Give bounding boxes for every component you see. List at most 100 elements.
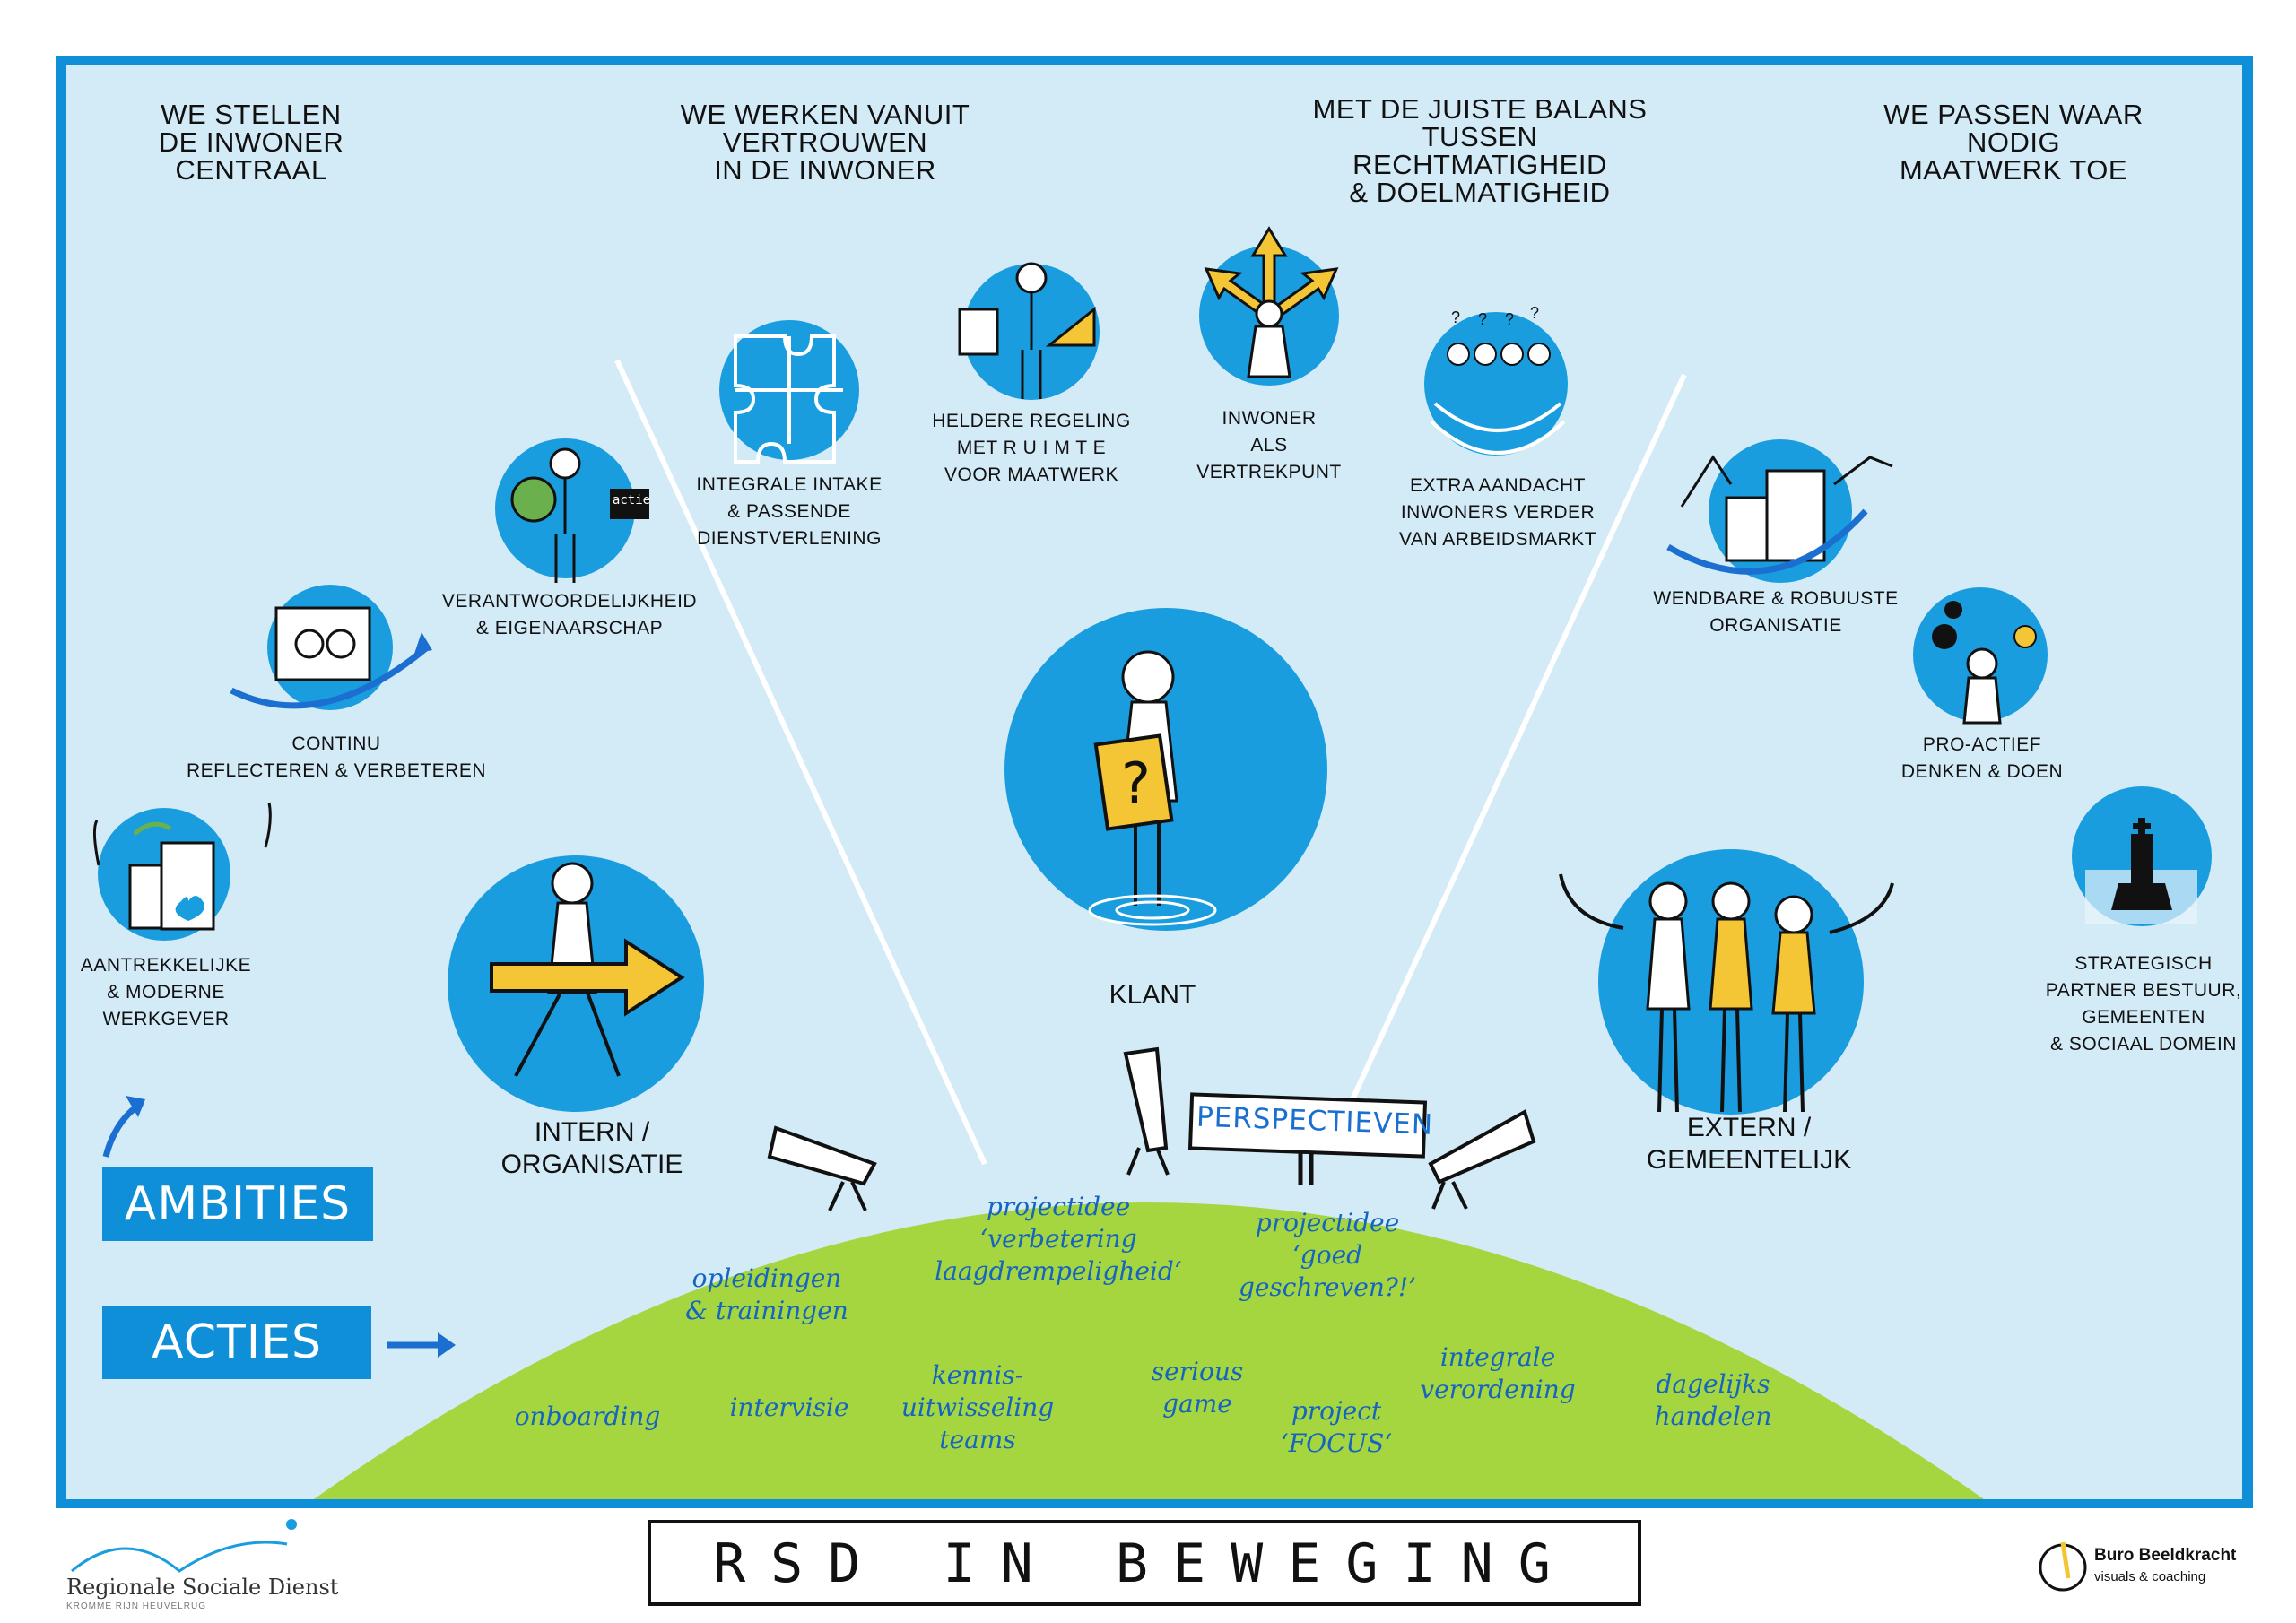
telescope-center-icon bbox=[1123, 1046, 1170, 1176]
acties-tag: ACTIES bbox=[102, 1306, 371, 1379]
label-line: MET R U I M T E bbox=[956, 438, 1107, 458]
rsd-logo-subtext: KROMME RIJN HEUVELRUG bbox=[66, 1601, 207, 1611]
hands-people-icon: ?? ?? bbox=[1424, 304, 1568, 456]
label-line: ORGANISATIE bbox=[1709, 615, 1842, 636]
proactive-icon bbox=[1913, 587, 2048, 725]
rsd-logo-icon bbox=[71, 1541, 288, 1573]
action-line: laagdrempeligheid‘ bbox=[935, 1256, 1182, 1286]
label-line: GEMEENTEN bbox=[2082, 1007, 2205, 1028]
klant-figure-icon: ? bbox=[1004, 608, 1327, 931]
heading-col3: MET DE JUISTE BALANS TUSSEN RECHTMATIGHE… bbox=[1300, 95, 1659, 206]
svg-text:?: ? bbox=[1505, 310, 1514, 328]
label-line: VERANTWOORDELIJKHEID bbox=[441, 591, 698, 612]
heading-line: CENTRAAL bbox=[175, 154, 327, 186]
label-line: & MODERNE bbox=[107, 982, 225, 1002]
label-line: INWONER bbox=[1222, 408, 1317, 429]
rsd-logo-text: Regionale Sociale Dienst bbox=[66, 1575, 339, 1600]
clapper-text: actie bbox=[612, 493, 651, 508]
label-line: ALS bbox=[1250, 435, 1288, 456]
label-line: ORGANISATIE bbox=[500, 1150, 683, 1179]
heading-line: VERTROUWEN bbox=[722, 126, 928, 158]
action-line: handelen bbox=[1654, 1402, 1772, 1431]
label-proactief: PRO-ACTIEF DENKEN & DOEN bbox=[1892, 732, 2072, 785]
beeldkracht-logo-text: Buro Beeldkracht bbox=[2094, 1546, 2237, 1565]
action-line: kennis- bbox=[931, 1360, 1024, 1390]
telescope-right-icon bbox=[1428, 1109, 1536, 1210]
label-wendbaar: WENDBARE & ROBUUSTE ORGANISATIE bbox=[1641, 586, 1910, 639]
label-klant: KLANT bbox=[1109, 980, 1196, 1010]
action-verordening: integrale verordening bbox=[1413, 1341, 1583, 1406]
heading-line: RECHTMATIGHEID bbox=[1352, 149, 1607, 180]
label-line: DENKEN & DOEN bbox=[1900, 761, 2064, 782]
heading-line: MAATWERK TOE bbox=[1899, 154, 2128, 186]
label-regeling: HELDERE REGELING MET R U I M T E VOOR MA… bbox=[919, 408, 1144, 489]
page-title: RSD IN BEWEGING bbox=[648, 1520, 1641, 1606]
label-strategisch: STRATEGISCH PARTNER BESTUUR, GEMEENTEN &… bbox=[2022, 950, 2265, 1058]
action-intervisie: intervisie bbox=[729, 1393, 849, 1422]
agile-organisation-icon bbox=[1666, 439, 1893, 583]
heading-line: & DOELMATIGHEID bbox=[1349, 177, 1611, 208]
heading-line: MET DE JUISTE BALANS bbox=[1312, 93, 1648, 125]
action-line: project bbox=[1291, 1396, 1382, 1426]
ray-left bbox=[614, 359, 987, 1166]
action-line: opleidingen bbox=[691, 1263, 842, 1293]
svg-text:?: ? bbox=[1451, 308, 1460, 326]
svg-text:?: ? bbox=[1478, 310, 1487, 328]
label-line: REFLECTEREN & VERBETEREN bbox=[186, 760, 487, 781]
label-line: WERKGEVER bbox=[102, 1009, 230, 1029]
label-intake: INTEGRALE INTAKE & PASSENDE DIENSTVERLEN… bbox=[673, 472, 906, 552]
label-line: AANTREKKELIJKE bbox=[80, 955, 252, 976]
action-opleidingen: opleidingen & trainingen bbox=[673, 1263, 861, 1327]
action-line: ‘goed bbox=[1292, 1240, 1363, 1270]
label-line: EXTERN / bbox=[1686, 1113, 1812, 1142]
action-line: verordening bbox=[1420, 1375, 1576, 1404]
heading-line: TUSSEN bbox=[1422, 121, 1538, 152]
action-line: serious bbox=[1151, 1357, 1244, 1386]
regeling-icon bbox=[958, 262, 1100, 400]
action-onboarding: onboarding bbox=[514, 1402, 661, 1431]
action-line: uitwisseling bbox=[900, 1393, 1055, 1422]
label-line: VERTREKPUNT bbox=[1196, 462, 1342, 482]
label-reflecteren: CONTINU REFLECTEREN & VERBETEREN bbox=[179, 731, 493, 785]
heading-col2: WE WERKEN VANUIT VERTROUWEN IN DE INWONE… bbox=[664, 100, 987, 184]
svg-text:?: ? bbox=[1121, 751, 1151, 816]
action-dagelijks: dagelijks handelen bbox=[1632, 1368, 1794, 1433]
action-line: integrale bbox=[1439, 1342, 1556, 1372]
label-line: PARTNER BESTUUR, bbox=[2045, 980, 2242, 1001]
puzzle-icon bbox=[719, 320, 859, 464]
label-aandacht: EXTRA AANDACHT INWONERS VERDER VAN ARBEI… bbox=[1381, 473, 1614, 553]
label-inwoner: INWONER ALS VERTREKPUNT bbox=[1179, 405, 1359, 486]
heading-line: WE STELLEN bbox=[161, 99, 342, 130]
perspectieven-sign bbox=[1187, 1092, 1428, 1185]
telescope-left-icon bbox=[767, 1125, 877, 1211]
label-intern: INTERN / ORGANISATIE bbox=[466, 1116, 718, 1181]
extern-group-icon bbox=[1559, 849, 1894, 1115]
action-line: projectidee bbox=[1255, 1208, 1400, 1237]
action-projectidee-1: projectidee ‘verbetering laagdrempelighe… bbox=[928, 1191, 1188, 1288]
ray-right bbox=[1341, 373, 1687, 1121]
action-projectidee-2: projectidee ‘goed geschreven?!’ bbox=[1229, 1207, 1426, 1304]
label-extern: EXTERN / GEMEENTELIJK bbox=[1614, 1112, 1883, 1176]
label-werkgever: AANTREKKELIJKE & MODERNE WERKGEVER bbox=[63, 952, 269, 1033]
action-line: projectidee bbox=[986, 1192, 1131, 1221]
action-serious-game: serious game bbox=[1139, 1356, 1256, 1420]
heading-col1: WE STELLEN DE INWONER CENTRAAL bbox=[117, 100, 386, 184]
action-line: ‘FOCUS‘ bbox=[1280, 1428, 1393, 1458]
green-hill bbox=[314, 1202, 1984, 1499]
label-line: GEMEENTELIJK bbox=[1646, 1145, 1852, 1175]
label-line: & PASSENDE bbox=[727, 501, 851, 522]
accountability-icon bbox=[495, 438, 649, 583]
label-line: INTERN / bbox=[534, 1117, 650, 1147]
label-line: VOOR MAATWERK bbox=[944, 464, 1118, 485]
label-line: PRO-ACTIEF bbox=[1922, 734, 2042, 755]
intern-figure-icon bbox=[448, 855, 704, 1112]
chess-king-icon bbox=[2072, 786, 2212, 926]
heading-line: WE PASSEN WAAR bbox=[1883, 99, 2144, 130]
heading-line: DE INWONER bbox=[158, 126, 344, 158]
action-line: ‘verbetering bbox=[979, 1224, 1137, 1254]
werkgever-icon bbox=[92, 802, 272, 941]
heading-line: IN DE INWONER bbox=[714, 154, 936, 186]
svg-text:?: ? bbox=[1530, 304, 1539, 322]
label-line: STRATEGISCH bbox=[2074, 953, 2213, 974]
label-line: INWONERS VERDER bbox=[1400, 502, 1596, 523]
